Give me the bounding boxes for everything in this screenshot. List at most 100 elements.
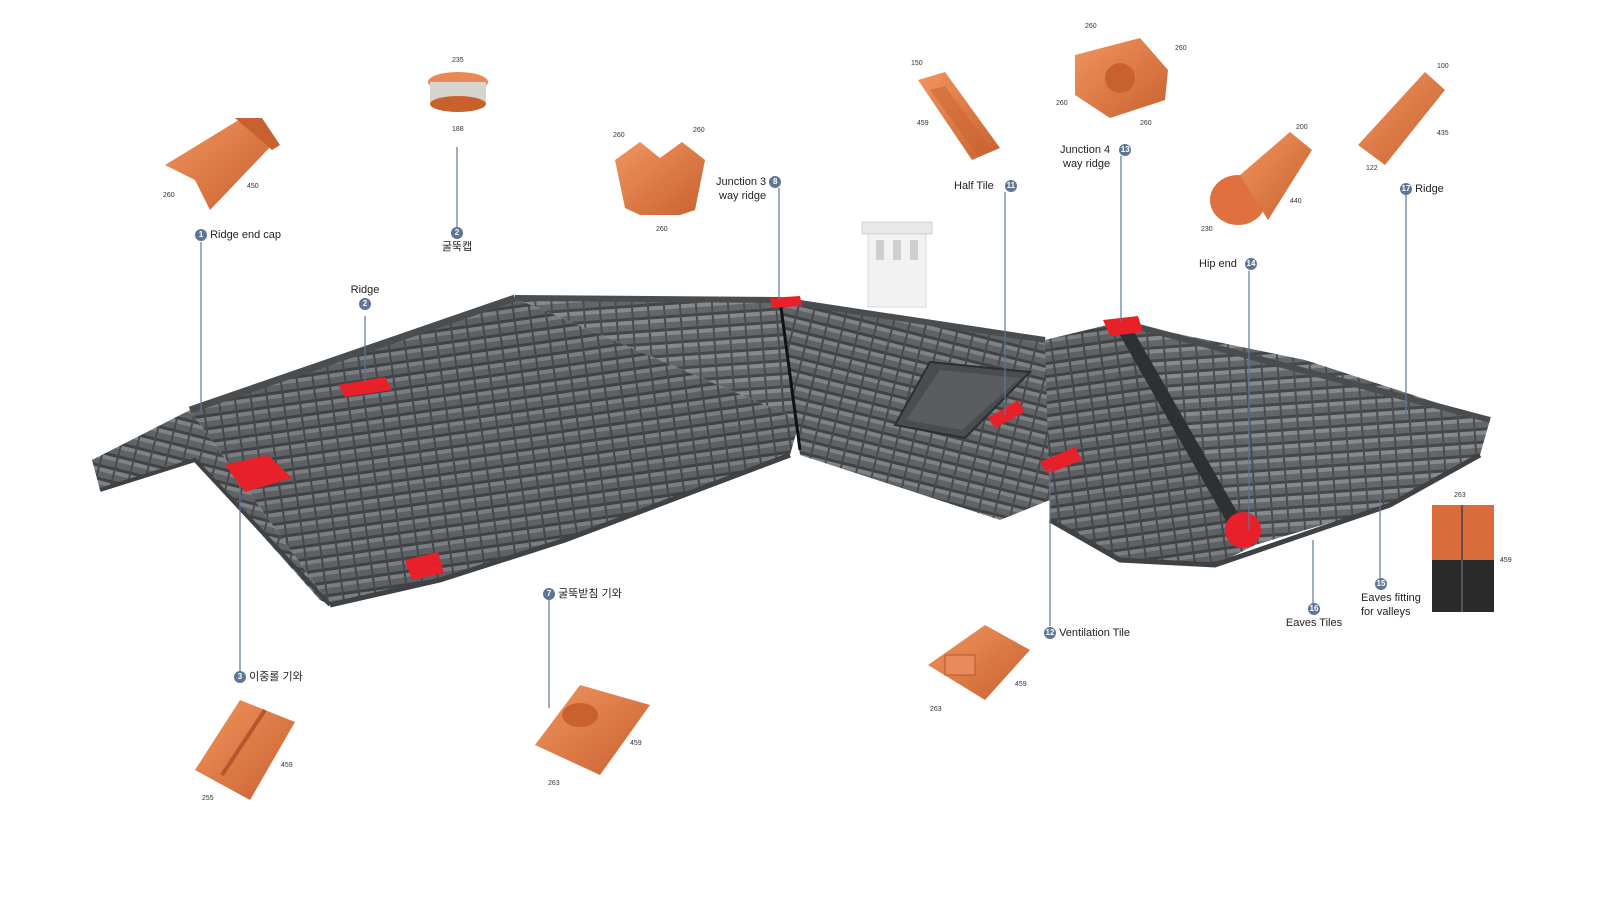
dimensions: 260 450 235 188 260 260 260 150 459 260 … (163, 23, 1512, 802)
label-eaves-tiles: 16 Eaves Tiles (1285, 602, 1343, 630)
label-number: 15 (1375, 578, 1387, 591)
label-text: Ridge (1415, 183, 1444, 196)
roof-face-back-left (515, 298, 800, 440)
label-text: Ridge (350, 284, 380, 297)
roof-eave-right (1048, 452, 1482, 568)
dim: 122 (1366, 165, 1378, 172)
label-number: 12 (1044, 627, 1056, 640)
dim: 235 (452, 57, 464, 64)
product-half-tile (918, 72, 1000, 160)
dim: 260 (1140, 120, 1152, 127)
roof-face-right (1120, 322, 1490, 545)
dim: 260 (1056, 100, 1068, 107)
label-number: 17 (1400, 183, 1412, 196)
dim: 440 (1290, 198, 1302, 205)
label-chimney-base-tile: 7 굴뚝받침 기와 (543, 587, 622, 601)
product-ventilation-tile (928, 625, 1030, 700)
label-double-roll-tile: 3 이중롤 기와 (234, 670, 303, 684)
product-eaves-valley (1432, 505, 1494, 612)
highlight-ridge (338, 377, 392, 397)
highlight-double-roll (405, 552, 444, 580)
highlight-junction3 (770, 296, 802, 308)
label-half-tile: Half Tile 11 (954, 179, 1017, 193)
dim: 200 (1296, 124, 1308, 131)
label-ventilation-tile: 12 Ventilation Tile (1044, 626, 1130, 640)
label-number: 13 (1119, 144, 1132, 157)
label-text: Eaves fitting (1361, 592, 1421, 605)
dim: 260 (1175, 45, 1187, 52)
dim: 459 (1015, 681, 1027, 688)
label-chimney-cap: 2 굴뚝캡 (440, 226, 474, 254)
dim: 459 (281, 762, 293, 769)
product-chimney-base-tile (535, 685, 650, 775)
dim: 230 (1201, 226, 1213, 233)
label-text: Half Tile (954, 180, 994, 193)
label-number: 16 (1308, 603, 1320, 616)
highlight-half-tile (988, 400, 1025, 428)
dim: 188 (452, 126, 464, 133)
highlight-tiles (225, 296, 1261, 580)
label-ridge: Ridge 2 (345, 283, 385, 311)
dim: 459 (1500, 557, 1512, 564)
label-number: 2 (451, 227, 463, 240)
label-text: for valleys (1361, 606, 1411, 619)
label-text: 굴뚝받침 기와 (558, 588, 622, 601)
label-text: Eaves Tiles (1285, 617, 1343, 630)
product-ridge-end-cap (165, 118, 280, 210)
dim: 260 (1085, 23, 1097, 30)
dim: 260 (613, 132, 625, 139)
dim: 459 (917, 120, 929, 127)
dim: 263 (930, 706, 942, 713)
label-number: 7 (543, 588, 555, 601)
dim: 435 (1437, 130, 1449, 137)
dim: 459 (630, 740, 642, 747)
label-number: 14 (1244, 258, 1257, 271)
roof-face-left-gable (92, 410, 330, 605)
highlight-hip-end (1225, 512, 1261, 548)
dim: 263 (548, 780, 560, 787)
label-number: 2 (359, 298, 371, 311)
chimney (861, 221, 933, 308)
label-ridge-17: 17 Ridge (1400, 182, 1444, 196)
dim: 450 (247, 183, 259, 190)
label-eaves-fitting-valleys: 15 Eaves fitting for valleys (1361, 577, 1421, 619)
label-junction-4-way-ridge: Junction 4 13 way ridge (1060, 143, 1132, 171)
dim: 150 (911, 60, 923, 67)
label-text: 굴뚝캡 (441, 241, 473, 254)
label-number: 3 (234, 671, 246, 684)
label-junction-3-way-ridge: Junction 3 8 way ridge (716, 175, 782, 203)
label-text: Ventilation Tile (1059, 627, 1130, 640)
highlight-junction4 (1103, 316, 1143, 336)
roof-face-right-front (1045, 322, 1255, 565)
label-number: 11 (1004, 180, 1017, 193)
ridge-line-center (779, 297, 1046, 343)
ridge-line-left (188, 294, 517, 414)
label-number: 8 (769, 176, 782, 189)
label-text: way ridge (1063, 158, 1111, 171)
label-number: 1 (195, 229, 207, 242)
product-junction-3 (615, 142, 705, 215)
leader-lines (200, 147, 1407, 708)
label-text: Junction 4 (1060, 144, 1111, 157)
skylight-glass (906, 370, 1020, 430)
ridge-line-back (514, 295, 781, 303)
product-junction-4 (1075, 38, 1168, 118)
highlight-ventilation (1040, 447, 1082, 474)
product-chimney-cap (428, 72, 488, 112)
label-text: Hip end (1199, 258, 1237, 271)
roof-eave-front (329, 452, 791, 608)
roof-eave-left (99, 457, 332, 607)
label-hip-end: Hip end 14 (1199, 257, 1257, 271)
dim: 263 (1454, 492, 1466, 499)
dim: 260 (656, 226, 668, 233)
label-text: way ridge (719, 190, 767, 203)
roof-model (92, 221, 1491, 608)
hip-ridge (1118, 323, 1252, 547)
product-double-roll (195, 700, 295, 800)
ridge-line-right (1119, 319, 1491, 423)
label-ridge-end-cap: 1 Ridge end cap (195, 228, 281, 242)
product-ridge-17 (1358, 72, 1445, 165)
dim: 260 (163, 192, 175, 199)
